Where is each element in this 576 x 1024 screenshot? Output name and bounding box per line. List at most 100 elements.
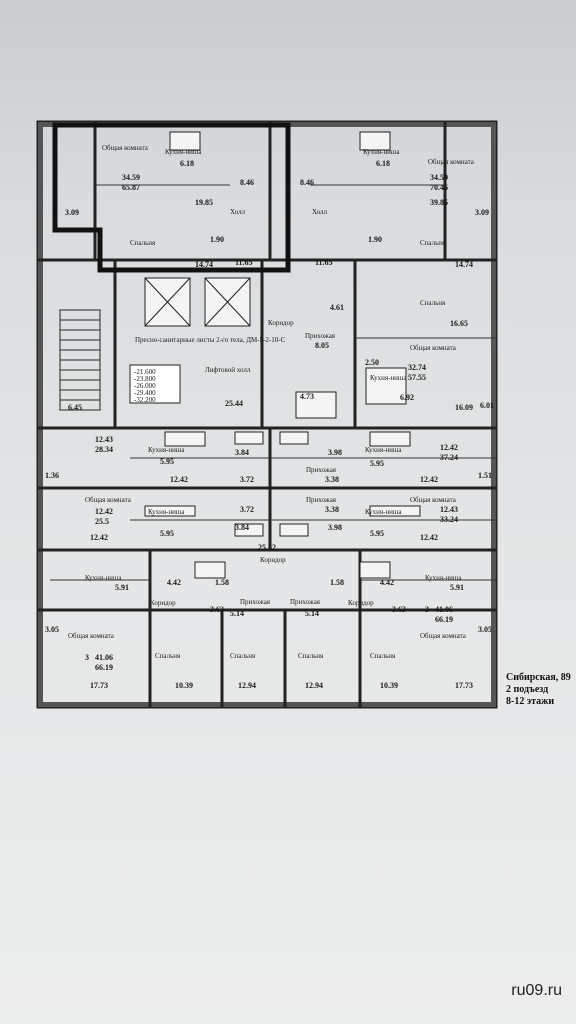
r2-r-bath: 3.98 — [328, 523, 342, 532]
b-corr-label: Коридор — [260, 556, 286, 564]
tl-balcony: 3.09 — [65, 208, 79, 217]
lift-value-3: -26.000 — [134, 382, 156, 390]
mr-apt-b: 57.55 — [408, 373, 426, 382]
mr-hallway-label: Прихожая — [305, 332, 336, 340]
mr-area-3: 16.09 — [455, 403, 473, 412]
tl-apt-a: 34.59 — [122, 173, 140, 182]
b-balc-r: 3.05 — [478, 625, 492, 634]
b-r-apt-b: 66.19 — [435, 615, 453, 624]
r2-l-apt-b: 25.5 — [95, 517, 109, 526]
tl-living-label: Общая комната — [102, 144, 149, 152]
b-r-living-area: 17.73 — [455, 681, 473, 690]
lift-hall-label: Лифтовой холл — [205, 366, 251, 374]
lift-hall-area: 25.44 — [225, 399, 243, 408]
tl-kitchen-label: Кухня-ниша — [165, 148, 202, 156]
b-r-small: 4.42 — [380, 578, 394, 587]
lift-value-5: -32.200 — [134, 396, 156, 404]
b-bed-label-2: Спальня — [230, 652, 256, 660]
tr-small-a: 1.90 — [368, 235, 382, 244]
b-l-kitchen-area: 5.91 — [115, 583, 129, 592]
tl-living-area: 19.85 — [195, 198, 213, 207]
b-r-apt-num: 3 — [425, 605, 429, 614]
b-balc-l: 3.05 — [45, 625, 59, 634]
tl-small-a: 1.90 — [210, 235, 224, 244]
r1-r-hall-label: Прихожая — [306, 466, 337, 474]
address-entrance: 2 подъезд — [506, 684, 549, 695]
lift-value-2: -23.800 — [134, 375, 156, 383]
r2-l-living-area: 12.42 — [90, 533, 108, 542]
b-l-corr-area: 3.63 — [210, 605, 224, 614]
tr-balcony: 3.09 — [475, 208, 489, 217]
r1-r-kitchen-label: Кухня-ниша — [365, 446, 402, 454]
tr-bedroom-label: Спальня — [420, 239, 446, 247]
mr-kitchen-label: Кухня-ниша — [370, 374, 407, 382]
r1-balc-l: 1.36 — [45, 471, 59, 480]
r1-l-hall: 3.72 — [240, 475, 254, 484]
tl-hall-label: Холл — [230, 208, 246, 216]
r2-r-kitchen-label: Кухня-ниша — [365, 508, 402, 516]
r1-r-hall-area: 3.38 — [325, 475, 339, 484]
b-r-apt-a: 41.06 — [435, 605, 453, 614]
address-floors: 8-12 этажи — [506, 696, 555, 707]
mr-corridor-area: 4.61 — [330, 303, 344, 312]
lift-legend-box — [129, 364, 181, 404]
mr-small: 2.50 — [365, 358, 379, 367]
tr-apt-b: 70.46 — [430, 183, 448, 192]
b-r-living-label: Общая комната — [420, 632, 467, 640]
r2-corr: 25.82 — [258, 543, 276, 552]
b-bed-area-4: 10.39 — [380, 681, 398, 690]
r1-r-kitchen-area: 5.95 — [370, 459, 384, 468]
r2-r-apt-b: 33.24 — [440, 515, 458, 524]
b-l-apt-b: 66.19 — [95, 663, 113, 672]
secondary-lines — [50, 184, 496, 581]
tr-hall-area: 8.46 — [300, 178, 314, 187]
tr-kitchen-label: Кухня-ниша — [363, 148, 400, 156]
address-street: Сибирская, 89 — [506, 672, 571, 683]
r2-r-living-label: Общая комната — [410, 496, 457, 504]
b-l-small: 4.42 — [167, 578, 181, 587]
left-block-area: 6.45 — [68, 403, 82, 412]
r2-r-apt-a: 12.43 — [440, 505, 458, 514]
mr-area-2: 4.73 — [300, 392, 314, 401]
tr-living-area: 39.85 — [430, 198, 448, 207]
lift-value-4: -29.400 — [134, 389, 156, 397]
r2-l-living-label: Общая комната — [85, 496, 132, 504]
b-l-corr-label: Коридор — [150, 599, 176, 607]
r2-l-kitchen-label: Кухня-ниша — [148, 508, 185, 516]
r1-r-apt-b: 37.24 — [440, 453, 458, 462]
highlight-outline — [52, 122, 291, 273]
b-l-bath: 1.58 — [215, 578, 229, 587]
mr-bedroom-area: 16.65 — [450, 319, 468, 328]
tl-apt-b: 65.87 — [122, 183, 140, 192]
r1-l-kitchen-label: Кухня-ниша — [148, 446, 185, 454]
r1-l-bath: 3.84 — [235, 448, 249, 457]
b-r-kitchen-label: Кухня-ниша — [425, 574, 462, 582]
lift-value-1: -21.600 — [134, 368, 156, 376]
b-r-corr-area: 3.63 — [392, 605, 406, 614]
r2-r-hall-area: 3.38 — [325, 505, 339, 514]
outer-walls — [36, 120, 498, 709]
mr-corridor-label: Коридор — [268, 319, 294, 327]
address-stamp: Сибирская, 89 2 подъезд 8-12 этажи — [506, 672, 576, 708]
b-l-apt-a: 41.06 — [95, 653, 113, 662]
r2-l-hall: 3.72 — [240, 505, 254, 514]
tl-kitchen-area: 6.18 — [180, 159, 194, 168]
b-l-kitchen-label: Кухня-ниша — [85, 574, 122, 582]
b-l-hall-label: Прихожая — [240, 598, 271, 606]
r2-r-kitchen-area: 5.95 — [370, 529, 384, 538]
tl-corr: 11.65 — [235, 258, 253, 267]
tr-corr: 11.65 — [315, 258, 333, 267]
r1-l-kitchen-area: 5.95 — [160, 457, 174, 466]
b-r-corr-label: Коридор — [348, 599, 374, 607]
lift-legend-title: Пресно-санитарные листы 2-го тела, ДМ-5-… — [135, 336, 286, 344]
r1-l-apt-b: 28.34 — [95, 445, 113, 454]
r2-r-hall-label: Прихожая — [306, 496, 337, 504]
r2-r-living-area: 12.42 — [420, 533, 438, 542]
b-bed-area-2: 12.94 — [238, 681, 256, 690]
r2-l-apt-a: 12.42 — [95, 507, 113, 516]
tr-hall-label: Холл — [312, 208, 328, 216]
tr-bedroom-area: 14.74 — [455, 260, 473, 269]
b-l-living-label: Общая комната — [68, 632, 115, 640]
r1-r-apt-a: 12.42 — [440, 443, 458, 452]
